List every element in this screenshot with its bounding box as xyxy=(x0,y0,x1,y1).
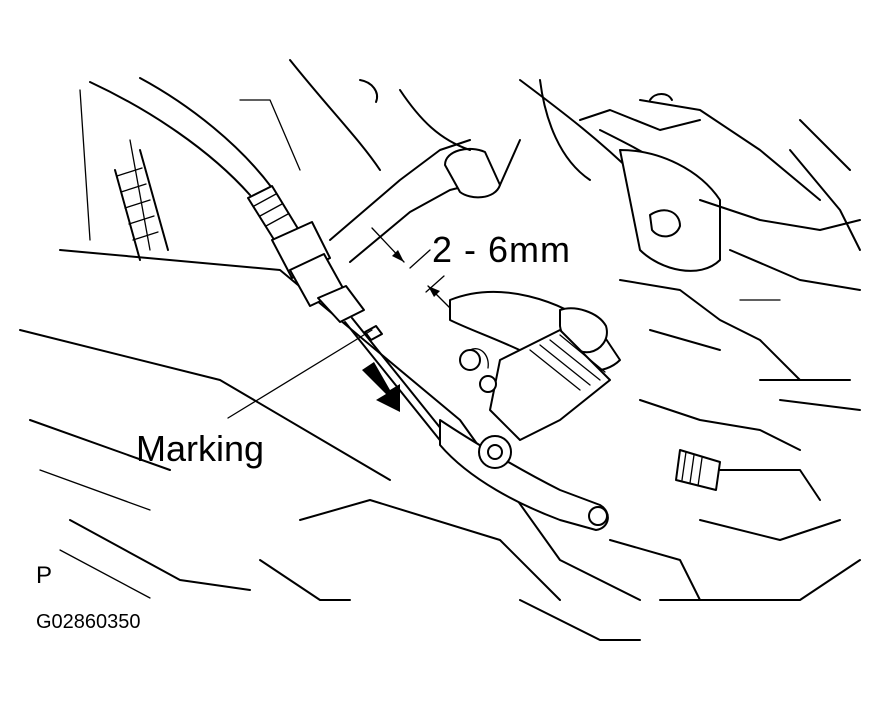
throttle-cable xyxy=(89,77,451,445)
figure-id: G02860350 xyxy=(36,611,141,633)
ribbed-hose xyxy=(114,149,169,261)
view-label: P xyxy=(36,562,53,589)
pull-direction-arrow xyxy=(362,362,400,412)
hose-top xyxy=(289,59,591,181)
throttle-linkage xyxy=(439,291,621,531)
dimension-arrows xyxy=(371,227,453,311)
marking-leader xyxy=(227,329,373,419)
marking-label: Marking xyxy=(136,428,265,469)
body-panels xyxy=(19,89,861,641)
engine-block xyxy=(519,79,861,601)
dimension-label: 2 - 6mm xyxy=(432,229,572,270)
